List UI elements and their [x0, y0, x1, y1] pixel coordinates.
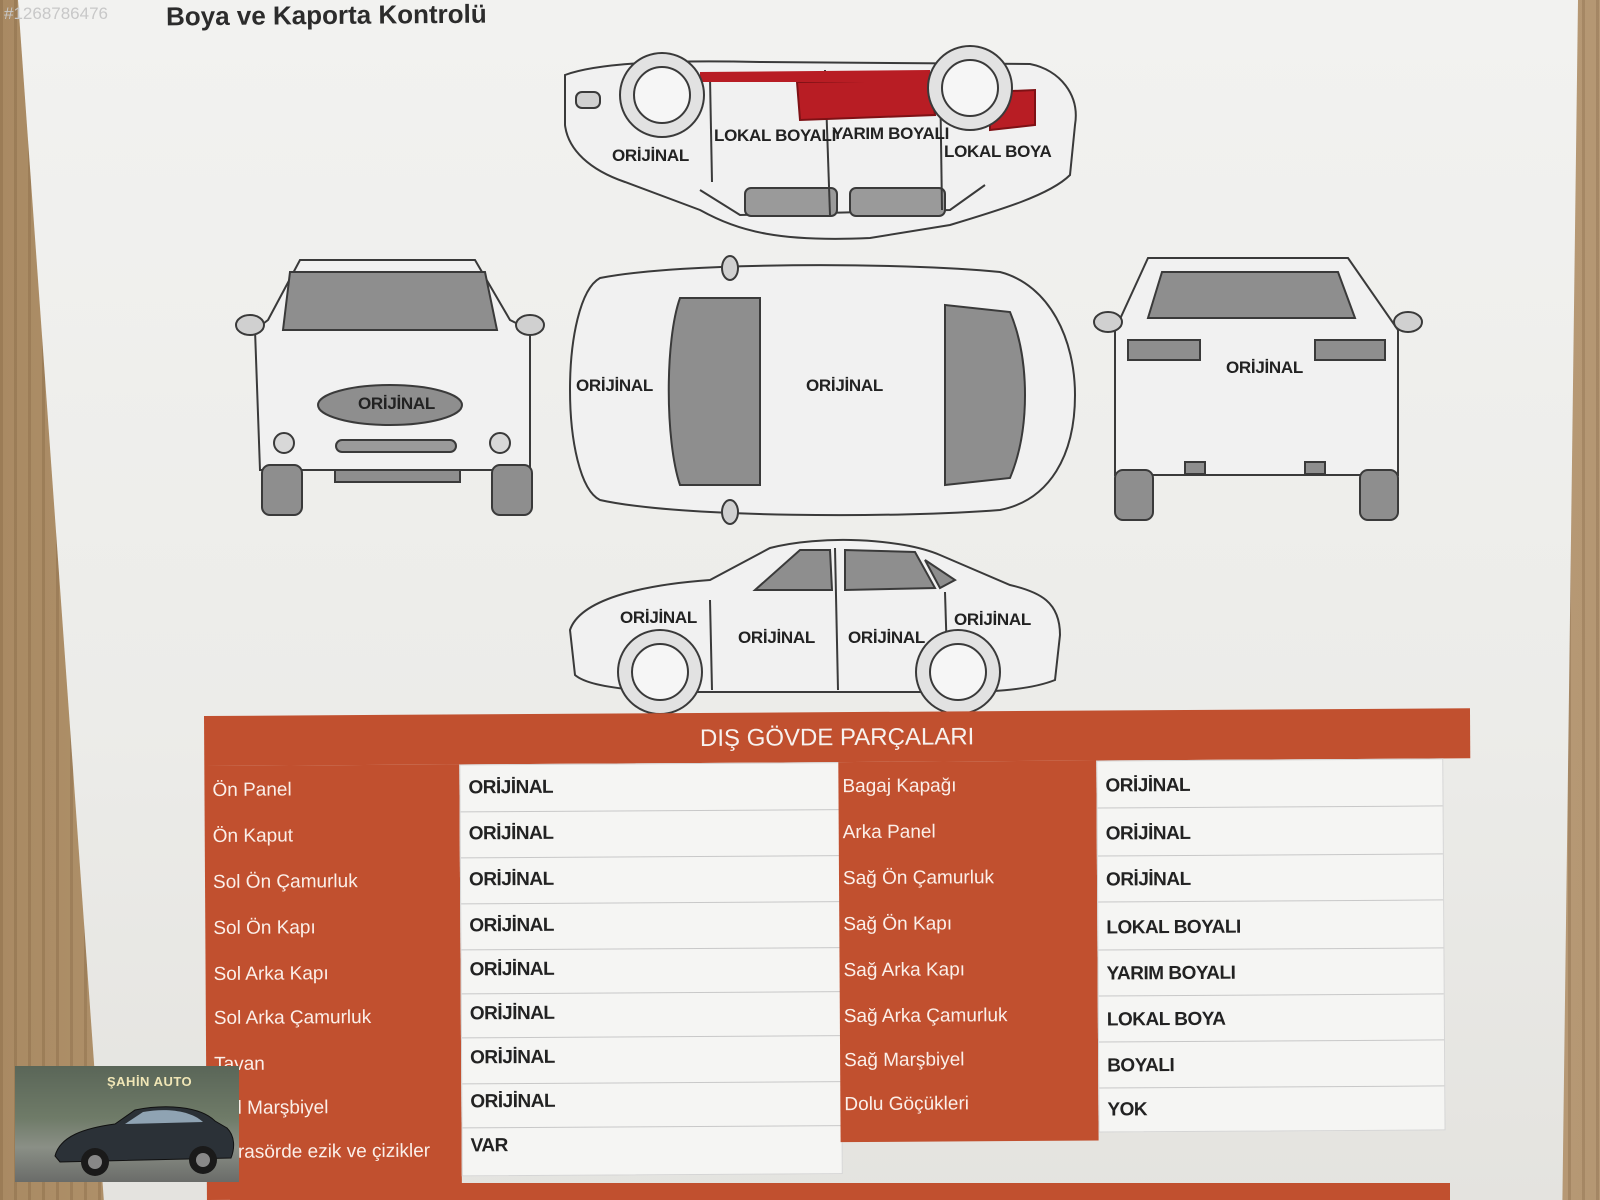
status-value: BOYALI	[1107, 1055, 1175, 1077]
diagram-label-rear: ORİJİNAL	[1226, 358, 1303, 377]
left-part-column: Ön Panel Ön Kaput Sol Ön Çamurluk Sol Ön…	[204, 764, 462, 1200]
diagram-label-flipped-1: ORİJİNAL	[612, 146, 689, 165]
diagram-label-flipped-3: YARIM BOYALI	[832, 124, 950, 143]
parts-table: DIŞ GÖVDE PARÇALARI Ön Panel Ön Kaput So…	[204, 708, 1477, 1200]
part-label: Sol Ön Kapı	[213, 917, 316, 939]
roof-view	[569, 255, 1077, 525]
front-view	[235, 259, 545, 516]
status-value: LOKAL BOYALI	[1106, 916, 1241, 939]
dealer-car-icon	[54, 1106, 235, 1176]
diagram-label-roof-center: ORİJİNAL	[806, 376, 883, 395]
status-value: YARIM BOYALI	[1106, 962, 1236, 985]
part-label: Sağ Arka Çamurluk	[843, 1005, 1008, 1028]
part-label: Dolu Göçükleri	[844, 1093, 970, 1116]
diagram-label-roof-front: ORİJİNAL	[576, 376, 653, 395]
diagram-label-left-1: ORİJİNAL	[620, 608, 697, 627]
right-part-column: Bagaj Kapağı Arka Panel Sağ Ön Çamurluk …	[838, 760, 1099, 1143]
dealer-logo: ŞAHİN AUTO	[15, 1066, 239, 1182]
status-value: YOK	[1107, 1099, 1148, 1121]
part-label: Sağ Marşbiyel	[844, 1049, 965, 1072]
status-value: ORİJİNAL	[1105, 774, 1191, 797]
right-status-column: ORİJİNAL ORİJİNAL ORİJİNAL LOKAL BOYALI …	[1096, 758, 1446, 1133]
part-label: Sol Ön Çamurluk	[212, 871, 358, 893]
diagram-label-flipped-4: LOKAL BOYA	[944, 142, 1052, 161]
part-label: Sağ Ön Kapı	[843, 913, 953, 936]
part-label: Karasörde ezik ve çizikler	[214, 1140, 431, 1163]
left-status-column: ORİJİNAL ORİJİNAL ORİJİNAL ORİJİNAL ORİJ…	[459, 762, 843, 1177]
part-label: Sol Arka Çamurluk	[213, 1006, 372, 1029]
status-value: ORİJİNAL	[468, 868, 554, 891]
photo-id: #1268786476	[4, 4, 109, 23]
rear-view	[1093, 257, 1423, 521]
part-label: Ön Kaput	[212, 825, 294, 847]
diagram-label-left-2: ORİJİNAL	[738, 628, 815, 647]
status-value: ORİJİNAL	[470, 1090, 556, 1113]
diagram-label-left-3: ORİJİNAL	[848, 628, 925, 647]
status-value: VAR	[470, 1135, 508, 1157]
part-label: Arka Panel	[842, 821, 936, 844]
table-title: DIŞ GÖVDE PARÇALARI	[699, 723, 975, 752]
part-label: Sol Arka Kapı	[213, 963, 329, 985]
part-label: Sağ Ön Çamurluk	[842, 867, 995, 890]
dealer-logo-text: ŞAHİN AUTO	[107, 1074, 193, 1089]
status-value: ORİJİNAL	[470, 1046, 555, 1069]
status-value: ORİJİNAL	[468, 776, 554, 799]
diagram-label-flipped-2: LOKAL BOYALI	[714, 126, 837, 145]
car-diagram	[235, 45, 1423, 715]
part-label: Ön Panel	[212, 779, 292, 801]
diagram-label-front: ORİJİNAL	[358, 394, 435, 413]
diagram-label-left-4: ORİJİNAL	[954, 610, 1031, 629]
status-value: ORİJİNAL	[468, 822, 554, 845]
status-value: ORİJİNAL	[469, 958, 555, 981]
table-header: DIŞ GÖVDE PARÇALARI	[204, 708, 1471, 766]
right-side-view-flipped	[564, 45, 1077, 240]
part-label: Bagaj Kapağı	[842, 775, 957, 798]
status-value: ORİJİNAL	[1105, 822, 1191, 845]
status-value: LOKAL BOYA	[1106, 1008, 1226, 1031]
status-value: ORİJİNAL	[469, 914, 555, 937]
part-label: Sağ Arka Kapı	[843, 959, 966, 982]
status-value: ORİJİNAL	[469, 1002, 555, 1025]
table-bottom-strip	[230, 1183, 1450, 1200]
status-value: ORİJİNAL	[1105, 868, 1191, 891]
